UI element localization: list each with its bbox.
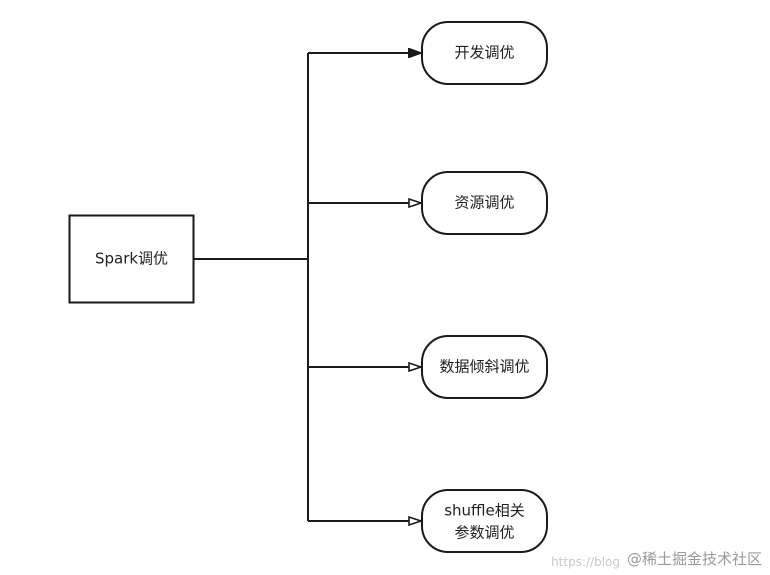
child-node-label-line-1: shuffle相关 bbox=[444, 502, 525, 520]
root-node: Spark调优 bbox=[68, 214, 195, 304]
watermark-url: https://blog bbox=[551, 555, 620, 569]
child-node-label: 数据倾斜调优 bbox=[439, 358, 529, 376]
child-node-4: shuffle相关 参数调优 bbox=[421, 489, 548, 553]
child-node-label: 资源调优 bbox=[454, 194, 514, 212]
root-node-label: Spark调优 bbox=[95, 250, 168, 268]
child-node-box bbox=[421, 171, 548, 235]
watermark-brand: @稀土掘金技术社区 bbox=[626, 550, 762, 568]
child-node-3: 数据倾斜调优 bbox=[421, 335, 548, 399]
child-node-box bbox=[421, 335, 548, 399]
root-node-box bbox=[68, 214, 195, 304]
child-node-box bbox=[421, 489, 548, 553]
child-node-box bbox=[421, 21, 548, 85]
child-node-label-line-2: 参数调优 bbox=[454, 524, 514, 542]
connectors bbox=[194, 53, 421, 521]
child-node-1: 开发调优 bbox=[421, 21, 548, 85]
child-node-2: 资源调优 bbox=[421, 171, 548, 235]
child-node-label: 开发调优 bbox=[454, 44, 514, 62]
